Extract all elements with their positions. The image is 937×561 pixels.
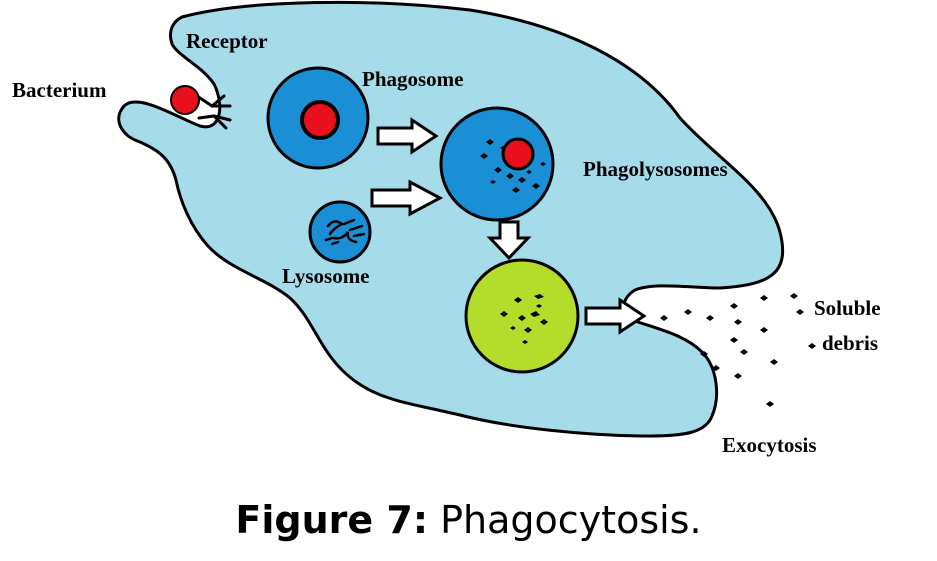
- bacterium: [170, 85, 200, 115]
- soluble-debris-particles: [660, 293, 816, 407]
- phagosome: [266, 66, 370, 170]
- arrow-lysosome-to-phagolysosome: [370, 179, 444, 217]
- arrow-down-to-residual: [486, 220, 532, 261]
- residual-body: [464, 258, 580, 374]
- arrows: [370, 117, 647, 335]
- caption-label: Figure 7:: [235, 498, 429, 542]
- residual-debris: [500, 294, 548, 344]
- phagocytosis-diagram: Receptor Bacterium Phagosome Phagolysoso…: [12, 0, 881, 457]
- label-bacterium: Bacterium: [12, 78, 107, 102]
- receptor: [195, 94, 232, 130]
- lysosome: [308, 200, 372, 264]
- arrow-exocytosis: [584, 297, 647, 335]
- lysosome-enzymes: [324, 218, 366, 246]
- label-receptor: Receptor: [186, 29, 268, 53]
- phagolysosome-bacterium: [501, 137, 535, 171]
- label-phagolysosomes: Phagolysosomes: [583, 157, 728, 181]
- caption-text: Phagocytosis.: [440, 498, 702, 542]
- label-phagosome: Phagosome: [362, 67, 464, 91]
- arrow-phagosome-to-phagolysosome: [376, 117, 439, 155]
- phagolysosome: [439, 106, 555, 222]
- enzyme-particles: [480, 139, 546, 193]
- phagosome-bacterium: [300, 100, 340, 140]
- label-lysosome: Lysosome: [282, 264, 370, 288]
- label-exocytosis: Exocytosis: [722, 433, 817, 457]
- label-soluble: Soluble: [814, 296, 881, 320]
- figure-caption: Figure 7: Phagocytosis.: [0, 490, 937, 550]
- label-debris: debris: [822, 331, 878, 355]
